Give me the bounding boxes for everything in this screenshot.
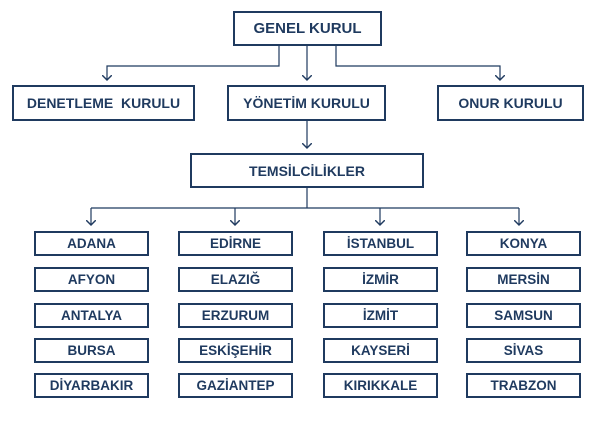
- city-bursa: BURSA: [34, 338, 149, 363]
- city-eskisehir: ESKİŞEHİR: [178, 338, 293, 363]
- yonetim-kurulu-box: YÖNETİM KURULU: [227, 85, 386, 121]
- city-istanbul: İSTANBUL: [323, 231, 438, 256]
- city-erzurum: ERZURUM: [178, 303, 293, 328]
- connector-genel-onur: [335, 46, 500, 80]
- city-konya: KONYA: [466, 231, 581, 256]
- city-kirikkale: KIRIKKALE: [323, 373, 438, 398]
- onur-kurulu-box: ONUR KURULU: [437, 85, 584, 121]
- city-antalya: ANTALYA: [34, 303, 149, 328]
- genel-kurul-box: GENEL KURUL: [233, 11, 382, 46]
- city-izmir: İZMİR: [323, 267, 438, 292]
- city-mersin: MERSİN: [466, 267, 581, 292]
- city-kayseri: KAYSERİ: [323, 338, 438, 363]
- city-elazig: ELAZIĞ: [178, 267, 293, 292]
- city-afyon: AFYON: [34, 267, 149, 292]
- city-adana: ADANA: [34, 231, 149, 256]
- city-trabzon: TRABZON: [466, 373, 581, 398]
- city-gaziantep: GAZİANTEP: [178, 373, 293, 398]
- city-samsun: SAMSUN: [466, 303, 581, 328]
- temsilcilikler-box: TEMSİLCİLİKLER: [190, 153, 424, 188]
- city-edirne: EDİRNE: [178, 231, 293, 256]
- city-diyarbakir: DİYARBAKIR: [34, 373, 149, 398]
- city-izmit: İZMİT: [323, 303, 438, 328]
- city-sivas: SİVAS: [466, 338, 581, 363]
- denetleme-kurulu-box: DENETLEME KURULU: [12, 85, 195, 121]
- connector-genel-denetleme: [107, 46, 280, 80]
